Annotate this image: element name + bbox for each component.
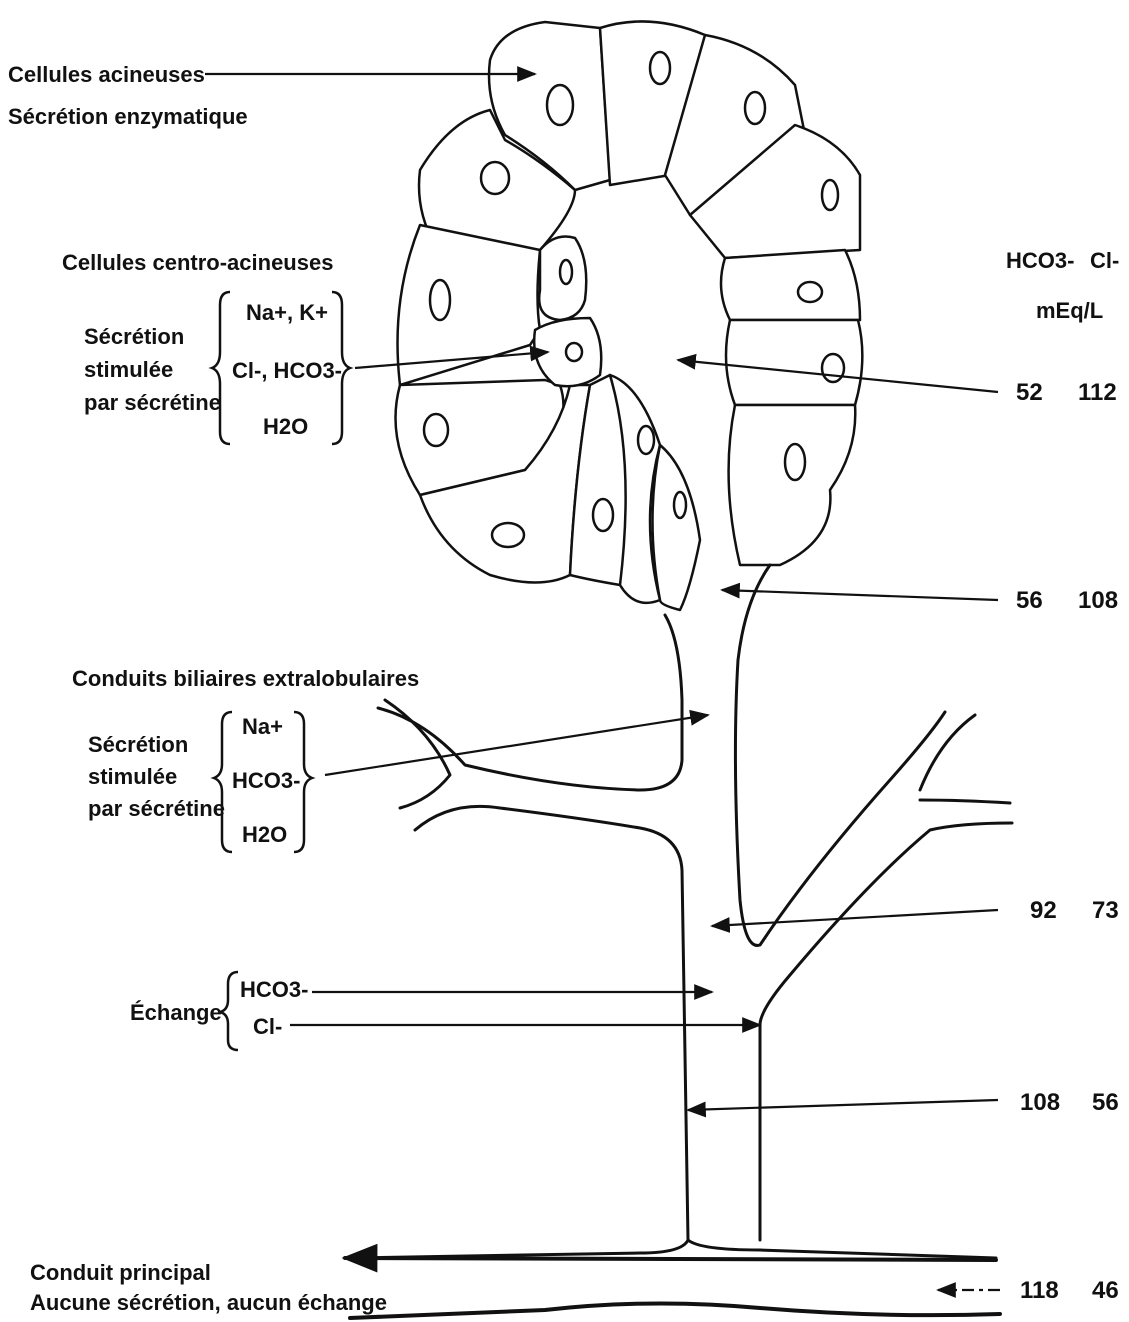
row-2-cl: 108 bbox=[1078, 587, 1118, 614]
unit-label: mEq/L bbox=[1036, 298, 1103, 323]
extralobular-arrow bbox=[325, 715, 708, 775]
side-branch-wall bbox=[920, 715, 975, 790]
acinar-subtitle: Sécrétion enzymatique bbox=[8, 104, 248, 129]
centroacinar-cell bbox=[539, 237, 586, 321]
acinar-cell bbox=[653, 445, 701, 610]
lumen-arrow-3 bbox=[712, 910, 998, 926]
row-2-hco3: 56 bbox=[1016, 587, 1043, 614]
extra-left-brace bbox=[214, 712, 232, 852]
main-duct-title: Conduit principal bbox=[30, 1260, 211, 1285]
acinus bbox=[396, 21, 863, 610]
side-branch-wall bbox=[415, 806, 996, 1258]
extra-desc-1: Sécrétion bbox=[88, 732, 188, 757]
acinar-title: Cellules acineuses bbox=[8, 62, 205, 87]
lumen-arrow-2 bbox=[722, 590, 998, 600]
centro-desc-3: par sécrétine bbox=[84, 390, 221, 415]
col-header-cl: Cl- bbox=[1090, 248, 1119, 273]
extra-ion-hco3: HCO3- bbox=[232, 768, 300, 793]
extra-ion-na: Na+ bbox=[242, 714, 283, 739]
main-duct-subtitle: Aucune sécrétion, aucun échange bbox=[30, 1290, 387, 1315]
centro-desc-1: Sécrétion bbox=[84, 324, 184, 349]
centro-left-brace bbox=[212, 292, 230, 444]
row-1-cl: 112 bbox=[1078, 379, 1117, 406]
extra-ion-water: H2O bbox=[242, 822, 287, 847]
extra-title: Conduits biliaires extralobulaires bbox=[72, 666, 419, 691]
side-branch-wall bbox=[920, 800, 1010, 803]
row-4-cl: 56 bbox=[1092, 1089, 1119, 1116]
row-3-hco3: 92 bbox=[1030, 897, 1057, 924]
centro-ion-water: H2O bbox=[263, 414, 308, 439]
row-3-cl: 73 bbox=[1092, 897, 1119, 924]
lumen-arrow-4 bbox=[688, 1100, 998, 1110]
row-1-hco3: 52 bbox=[1016, 379, 1043, 406]
extra-desc-3: par sécrétine bbox=[88, 796, 225, 821]
left-labels: Cellules acineuses Sécrétion enzymatique… bbox=[8, 62, 419, 1315]
side-branch-wall bbox=[760, 823, 1012, 1240]
side-branch-wall bbox=[385, 700, 450, 808]
centro-ion-cl-hco3: Cl-, HCO3- bbox=[232, 358, 342, 383]
intralobular-duct-wall bbox=[735, 565, 945, 945]
row-5-hco3: 118 bbox=[1020, 1277, 1059, 1304]
main-duct-outflow-arrow bbox=[345, 1258, 996, 1260]
col-header-hco3: HCO3- bbox=[1006, 248, 1074, 273]
exchange-label: Échange bbox=[130, 1000, 222, 1025]
exchange-hco3: HCO3- bbox=[240, 977, 308, 1002]
centro-title: Cellules centro-acineuses bbox=[62, 250, 333, 275]
concentration-table: HCO3- Cl- mEq/L 52 112 56 108 92 73 108 … bbox=[1006, 248, 1119, 1304]
centro-ion-nak: Na+, K+ bbox=[246, 300, 328, 325]
intralobular-duct-wall bbox=[378, 615, 682, 790]
acinar-cell bbox=[398, 225, 541, 385]
exchange-cl: Cl- bbox=[253, 1014, 282, 1039]
acinar-cell bbox=[721, 250, 860, 320]
exchange-brace bbox=[220, 972, 238, 1050]
duct-system bbox=[350, 565, 1012, 1318]
main-duct-wall bbox=[352, 1240, 688, 1258]
row-5-cl: 46 bbox=[1092, 1277, 1119, 1304]
extra-desc-2: stimulée bbox=[88, 764, 177, 789]
row-4-hco3: 108 bbox=[1020, 1089, 1060, 1116]
centro-desc-2: stimulée bbox=[84, 357, 173, 382]
main-duct-wall-bottom bbox=[350, 1303, 1000, 1318]
acinar-cell bbox=[729, 405, 856, 565]
